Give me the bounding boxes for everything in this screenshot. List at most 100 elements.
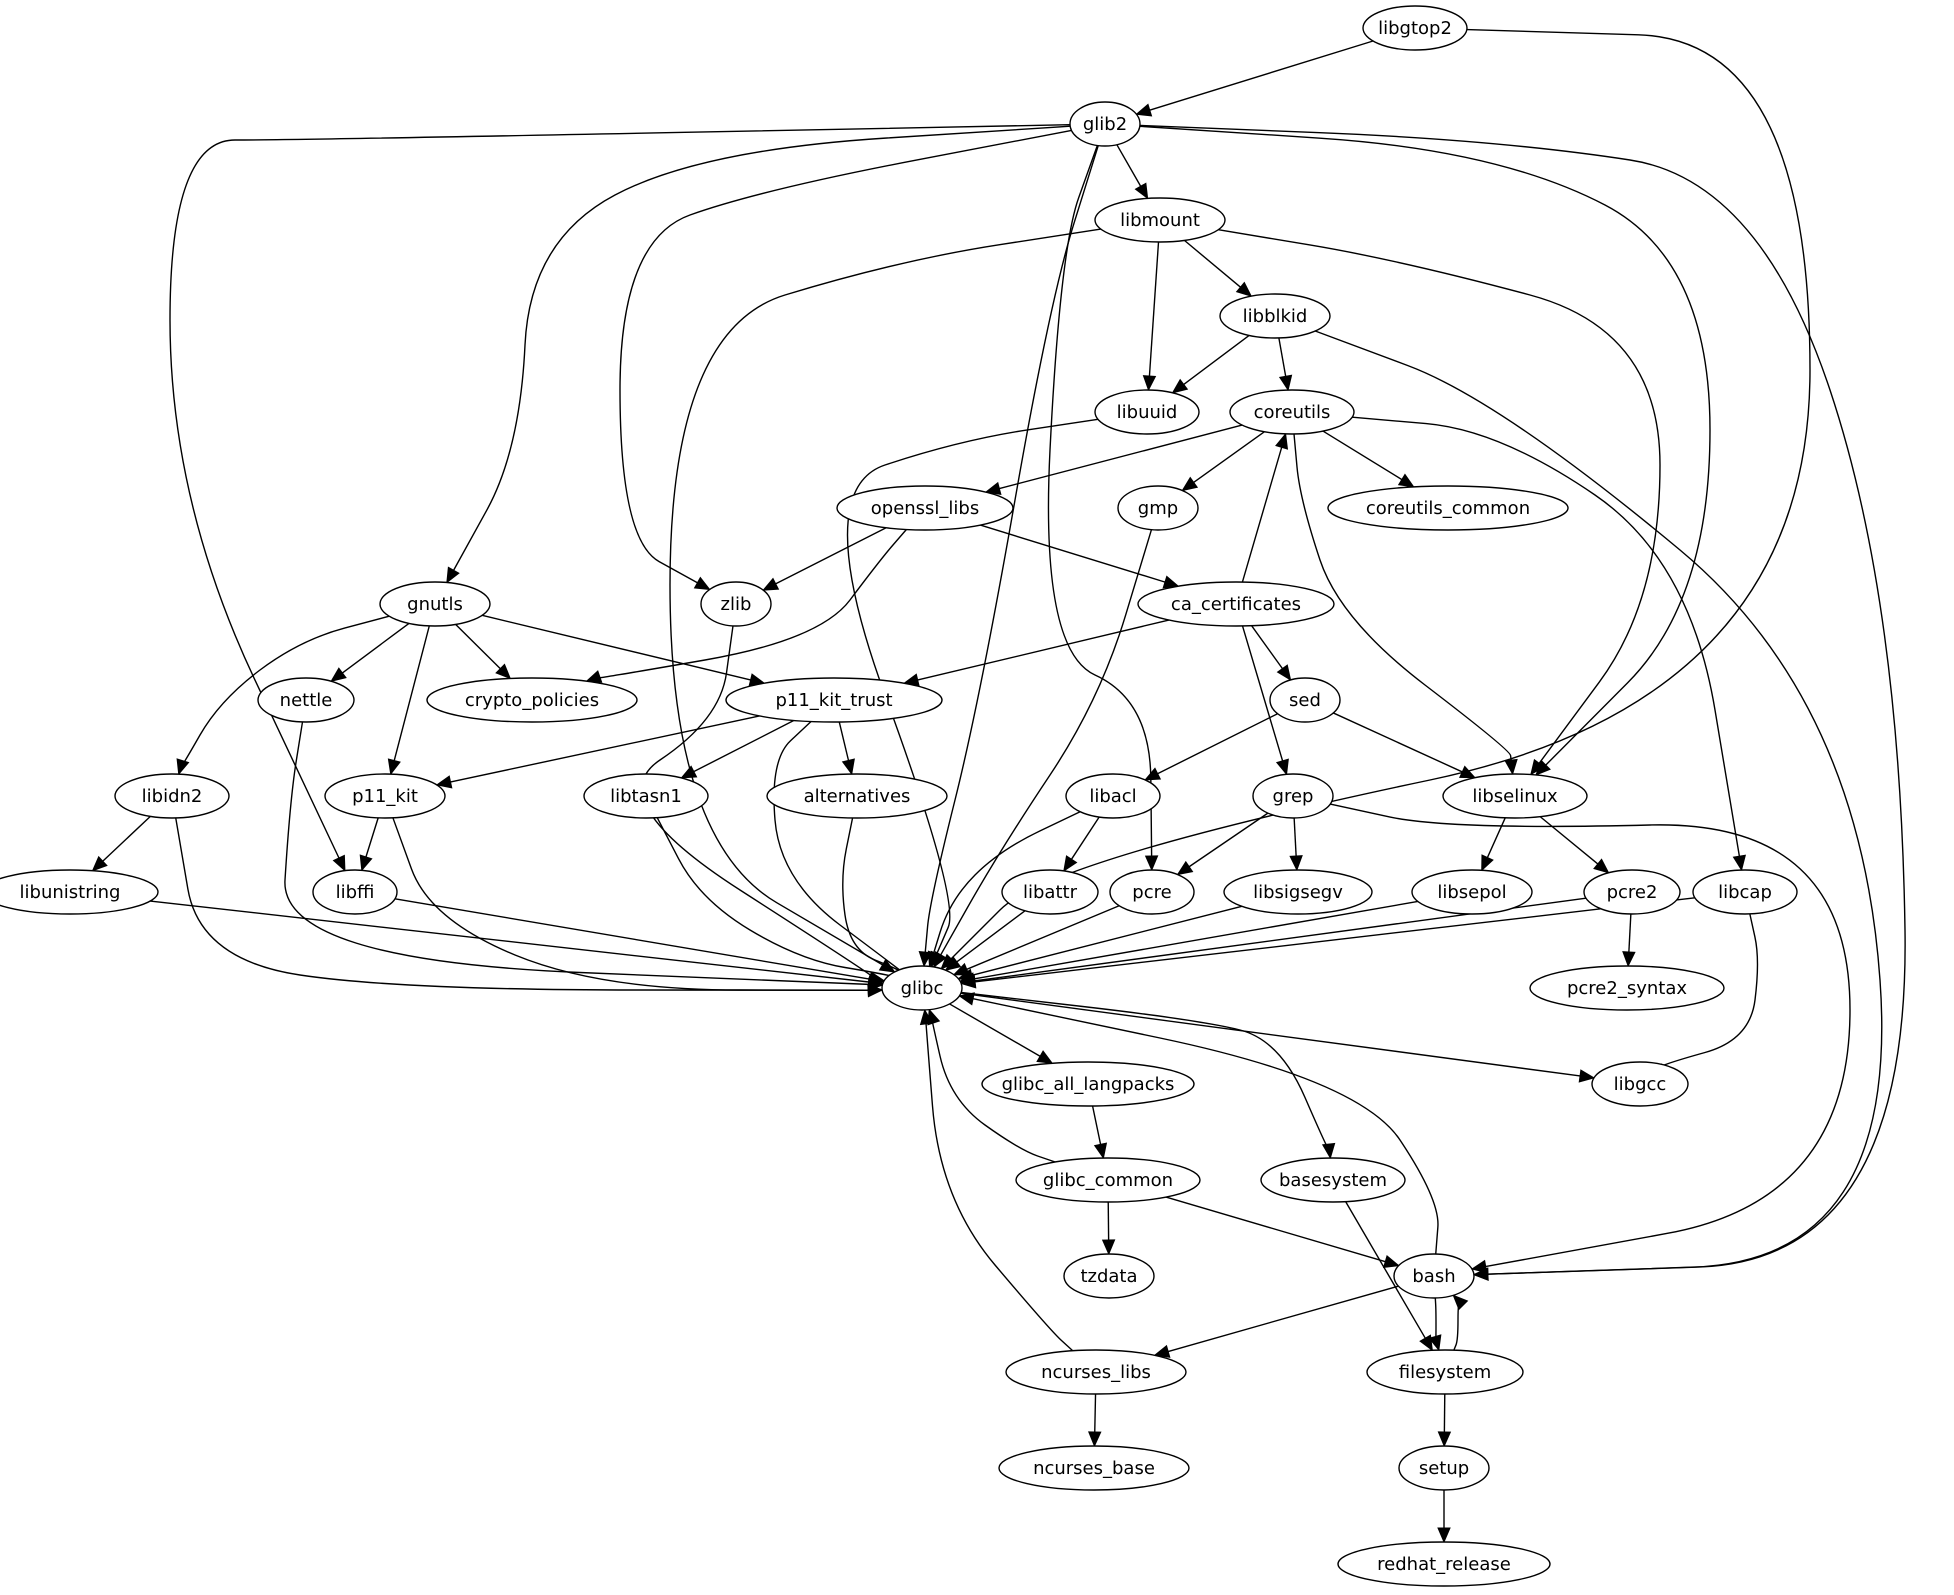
edge-libsigsegv-to-glibc: [957, 905, 1243, 982]
edge-line: [593, 529, 907, 680]
edge-line: [774, 527, 887, 585]
node-grep[interactable]: grep: [1252, 773, 1334, 819]
node-pcre2[interactable]: pcre2: [1583, 869, 1681, 915]
node-label: libselinux: [1472, 786, 1558, 807]
node-gmp[interactable]: gmp: [1117, 485, 1199, 531]
node-ellipse: [1223, 869, 1373, 915]
edge-line: [452, 125, 1071, 572]
edge-libblkid-to-libuuid: [1171, 334, 1250, 394]
node-label: libtasn1: [610, 786, 682, 807]
edge-line: [1218, 229, 1661, 765]
node-libblkid[interactable]: libblkid: [1219, 293, 1331, 339]
node-libtasn1[interactable]: libtasn1: [583, 773, 709, 819]
edges-layer: [91, 28, 1906, 1544]
arrowhead-icon: [1278, 374, 1293, 392]
arrowhead-icon: [1176, 860, 1194, 876]
arrowhead-icon: [1093, 1142, 1108, 1160]
node-glibc[interactable]: glibc: [881, 965, 963, 1011]
node-ellipse: [114, 773, 230, 819]
node-p11_kit[interactable]: p11_kit: [324, 773, 446, 819]
node-libsepol[interactable]: libsepol: [1411, 869, 1533, 915]
edge-ncurses_libs-to-ncurses_base: [1088, 1393, 1102, 1448]
node-libsigsegv[interactable]: libsigsegv: [1223, 869, 1373, 915]
node-libuuid[interactable]: libuuid: [1094, 389, 1200, 435]
node-label: openssl_libs: [871, 498, 979, 519]
node-ncurses_base[interactable]: ncurses_base: [998, 1445, 1190, 1491]
node-ellipse: [836, 485, 1014, 531]
node-libgcc[interactable]: libgcc: [1591, 1061, 1689, 1107]
node-tzdata[interactable]: tzdata: [1063, 1253, 1155, 1299]
node-label: coreutils_common: [1366, 498, 1530, 519]
edge-line: [656, 817, 903, 981]
edge-line: [455, 623, 502, 670]
node-redhat_release[interactable]: redhat_release: [1337, 1541, 1551, 1587]
node-libidn2[interactable]: libidn2: [114, 773, 230, 819]
node-gnutls[interactable]: gnutls: [379, 581, 491, 627]
node-libselinux[interactable]: libselinux: [1442, 773, 1588, 819]
edge-line: [949, 1003, 1042, 1058]
node-ellipse: [1260, 1157, 1406, 1203]
edge-ca_certificates-to-grep: [1241, 625, 1289, 776]
arrowhead-icon: [1135, 103, 1153, 117]
edge-line: [1187, 812, 1269, 868]
edge-line: [773, 720, 911, 979]
node-coreutils[interactable]: coreutils: [1229, 389, 1355, 435]
arrowhead-icon: [1036, 1050, 1054, 1064]
node-libgtop2[interactable]: libgtop2: [1362, 5, 1468, 51]
edge-line: [980, 524, 1167, 584]
node-alternatives[interactable]: alternatives: [766, 773, 948, 819]
edge-line: [1070, 816, 1100, 861]
edge-line: [1434, 1297, 1437, 1340]
edge-libcap-to-glibc: [959, 897, 1695, 989]
node-ellipse: [1094, 389, 1200, 435]
node-basesystem[interactable]: basesystem: [1260, 1157, 1406, 1203]
node-glibc_all_langpacks[interactable]: glibc_all_langpacks: [981, 1061, 1195, 1107]
node-label: gnutls: [407, 594, 463, 615]
node-libcap[interactable]: libcap: [1692, 869, 1798, 915]
node-label: libgcc: [1614, 1074, 1667, 1095]
node-ellipse: [1529, 965, 1725, 1011]
edge-bash-to-filesystem: [1428, 1297, 1442, 1352]
node-libffi[interactable]: libffi: [312, 869, 398, 915]
node-ellipse: [1337, 1541, 1551, 1587]
node-ellipse: [725, 677, 943, 723]
arrowhead-icon: [1144, 855, 1159, 872]
node-glib2[interactable]: glib2: [1069, 101, 1141, 147]
node-pcre2_syntax[interactable]: pcre2_syntax: [1529, 965, 1725, 1011]
node-nettle[interactable]: nettle: [257, 677, 355, 723]
edge-line: [394, 898, 872, 981]
node-openssl_libs[interactable]: openssl_libs: [836, 485, 1014, 531]
node-ca_certificates[interactable]: ca_certificates: [1137, 581, 1335, 627]
node-pcre[interactable]: pcre: [1109, 869, 1195, 915]
node-label: coreutils: [1254, 402, 1331, 423]
edge-libtasn1-to-glibc: [656, 817, 906, 987]
node-libacl[interactable]: libacl: [1065, 773, 1161, 819]
node-ncurses_libs[interactable]: ncurses_libs: [1005, 1349, 1187, 1395]
node-zlib[interactable]: zlib: [700, 581, 772, 627]
node-coreutils_common[interactable]: coreutils_common: [1327, 485, 1569, 531]
node-glibc_common[interactable]: glibc_common: [1015, 1157, 1201, 1203]
node-label: tzdata: [1080, 1266, 1137, 1287]
arrowhead-icon: [1622, 951, 1636, 968]
node-crypto_policies[interactable]: crypto_policies: [426, 677, 638, 723]
edge-sed-to-libselinux: [1333, 712, 1477, 779]
edge-ncurses_libs-to-glibc: [919, 1008, 1074, 1352]
edge-line: [1278, 337, 1287, 378]
arrowhead-icon: [1578, 1069, 1596, 1083]
node-ellipse: [1117, 485, 1199, 531]
edge-line: [1156, 713, 1278, 775]
node-bash[interactable]: bash: [1393, 1253, 1475, 1299]
node-setup[interactable]: setup: [1398, 1445, 1490, 1491]
node-ellipse: [998, 1445, 1190, 1491]
node-libunistring[interactable]: libunistring: [0, 869, 159, 915]
node-libattr[interactable]: libattr: [1001, 869, 1099, 915]
node-libmount[interactable]: libmount: [1094, 197, 1226, 243]
edge-p11_kit-to-libffi: [359, 817, 379, 872]
node-p11_kit_trust[interactable]: p11_kit_trust: [725, 677, 943, 723]
arrowhead-icon: [1275, 432, 1289, 450]
node-filesystem[interactable]: filesystem: [1366, 1349, 1524, 1395]
node-sed[interactable]: sed: [1269, 677, 1341, 723]
node-label: glib2: [1083, 114, 1127, 135]
edge-line: [1165, 1196, 1387, 1263]
